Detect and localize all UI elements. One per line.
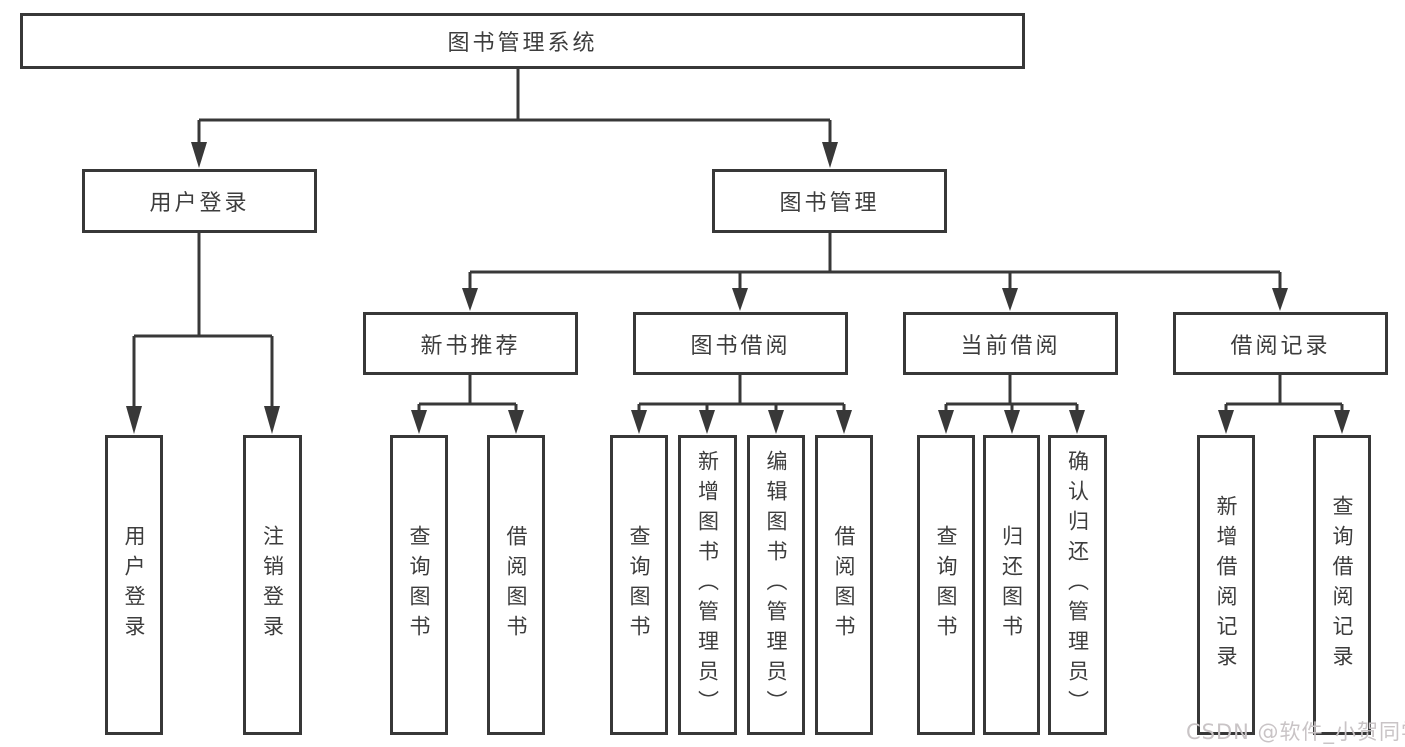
leaf-return-books: 归还图书	[983, 435, 1040, 735]
arrowhead	[508, 410, 524, 434]
leaf-add-books-admin-label: 新增图书（管理员）	[695, 450, 720, 720]
arrowhead	[938, 410, 954, 434]
connector-current-borrow-branch	[944, 375, 1079, 414]
arrowhead	[1004, 410, 1020, 434]
node-book-borrow: 图书借阅	[633, 312, 848, 375]
leaf-confirm-return-admin-label: 确认归还（管理员）	[1065, 450, 1090, 720]
connector-borrow-records-branch	[1224, 375, 1344, 414]
node-new-book-recommend: 新书推荐	[363, 312, 578, 375]
arrowhead	[1002, 288, 1018, 311]
leaf-query-books-recommend-label: 查询图书	[407, 525, 431, 645]
leaf-add-borrow-record: 新增借阅记录	[1197, 435, 1255, 735]
arrowhead	[126, 406, 142, 434]
leaf-query-borrow-record-label: 查询借阅记录	[1330, 495, 1354, 675]
leaf-query-books-current-label: 查询图书	[934, 525, 958, 645]
leaf-query-books-borrow: 查询图书	[610, 435, 668, 735]
leaf-add-borrow-record-label: 新增借阅记录	[1214, 495, 1238, 675]
node-user-login: 用户登录	[82, 169, 317, 233]
leaf-query-books-recommend: 查询图书	[390, 435, 448, 735]
leaf-return-books-label: 归还图书	[999, 525, 1024, 645]
node-current-borrow: 当前借阅	[903, 312, 1118, 375]
leaf-borrow-books: 借阅图书	[815, 435, 873, 735]
node-borrow-records-label: 借阅记录	[1230, 333, 1331, 359]
leaf-confirm-return-admin: 确认归还（管理员）	[1048, 435, 1107, 735]
node-root-label: 图书管理系统	[447, 31, 598, 56]
arrowhead	[1218, 410, 1234, 434]
connector-user-login-branch	[132, 233, 274, 410]
leaf-borrow-books-recommend: 借阅图书	[487, 435, 545, 735]
leaf-borrow-books-label: 借阅图书	[832, 525, 856, 645]
arrowhead	[836, 410, 852, 434]
arrowhead	[699, 410, 715, 434]
arrowhead	[732, 288, 748, 311]
arrowhead	[1334, 410, 1350, 434]
leaf-query-books-borrow-label: 查询图书	[627, 525, 651, 645]
arrowhead	[411, 410, 427, 434]
node-new-book-recommend-label: 新书推荐	[420, 333, 521, 359]
node-borrow-records: 借阅记录	[1173, 312, 1388, 375]
node-current-borrow-label: 当前借阅	[960, 333, 1061, 359]
connector-book-management-branch	[468, 233, 1282, 292]
leaf-query-books-current: 查询图书	[917, 435, 975, 735]
connector-root-branch	[197, 69, 832, 146]
connector-new-book-branch	[417, 375, 518, 414]
leaf-edit-books-admin-label: 编辑图书（管理员）	[764, 450, 788, 720]
arrowhead	[1272, 288, 1288, 311]
arrowhead	[264, 406, 280, 434]
leaf-add-books-admin: 新增图书（管理员）	[678, 435, 737, 735]
arrowhead	[768, 410, 784, 434]
arrowhead	[1069, 410, 1085, 434]
arrowhead	[191, 142, 207, 168]
leaf-user-login: 用户登录	[105, 435, 163, 735]
leaf-borrow-books-recommend-label: 借阅图书	[504, 525, 528, 645]
arrowhead	[631, 410, 647, 434]
leaf-logout: 注销登录	[243, 435, 302, 735]
leaf-edit-books-admin: 编辑图书（管理员）	[747, 435, 805, 735]
node-user-login-label: 用户登录	[149, 191, 250, 216]
node-book-management: 图书管理	[712, 169, 947, 233]
node-book-borrow-label: 图书借阅	[690, 333, 791, 359]
watermark: CSDN @软件_小贺同学	[1186, 720, 1405, 744]
arrowhead	[822, 142, 838, 168]
arrowhead	[462, 288, 478, 311]
node-root: 图书管理系统	[20, 13, 1025, 69]
node-book-management-label: 图书管理	[779, 191, 880, 216]
connector-book-borrow-branch	[637, 375, 846, 414]
leaf-user-login-label: 用户登录	[122, 525, 146, 645]
leaf-query-borrow-record: 查询借阅记录	[1313, 435, 1371, 735]
leaf-logout-label: 注销登录	[260, 525, 285, 645]
